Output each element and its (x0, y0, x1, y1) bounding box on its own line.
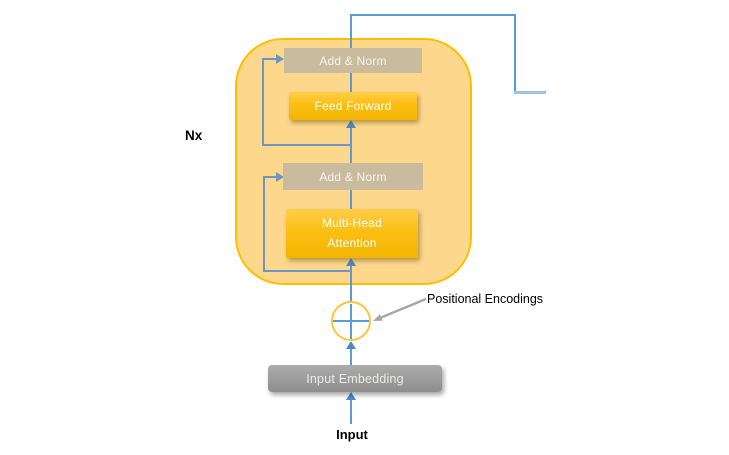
multi-head-attention-label-line2: Attention (327, 235, 377, 250)
output-line-vertical (350, 14, 352, 48)
flow-line-embedding-to-add (350, 349, 352, 365)
residual-attention-entry (263, 176, 276, 178)
add-norm-top-label: Add & Norm (319, 53, 387, 68)
flow-line-attention-to-norm (350, 190, 352, 209)
multi-head-attention-block: Multi-Head Attention (286, 209, 418, 258)
arrow-up-icon (346, 341, 356, 349)
pointer-arrow-icon (373, 297, 427, 321)
arrow-up-icon (346, 392, 356, 400)
arrow-right-icon (276, 54, 284, 64)
residual-feedforward-vertical (262, 59, 264, 146)
residual-feedforward-entry (262, 58, 276, 60)
nx-repeat-label: Nx (185, 128, 203, 143)
output-line-top-horizontal (350, 14, 516, 16)
input-label: Input (336, 427, 368, 442)
add-norm-top-block: Add & Norm (284, 48, 422, 73)
output-line-tail (514, 91, 546, 94)
add-norm-mid-block: Add & Norm (283, 163, 423, 190)
flow-line-feedforward-to-norm (350, 73, 352, 92)
feed-forward-label: Feed Forward (314, 99, 392, 113)
residual-attention-vertical (263, 177, 265, 272)
residual-attention-branch (263, 270, 352, 272)
arrow-up-icon (346, 120, 356, 128)
flow-line-add-to-attention (350, 266, 352, 302)
add-norm-mid-label: Add & Norm (319, 169, 387, 184)
output-line-right-vertical (514, 14, 516, 94)
arrow-up-icon (346, 258, 356, 266)
feed-forward-block: Feed Forward (289, 92, 417, 120)
plus-icon (333, 320, 369, 322)
arrow-right-icon (276, 172, 284, 182)
input-embedding-block: Input Embedding (268, 365, 442, 392)
flow-line-input-to-embedding (350, 400, 352, 424)
input-embedding-label: Input Embedding (306, 371, 404, 386)
positional-encodings-label: Positional Encodings (427, 292, 544, 306)
residual-feedforward-branch (262, 144, 352, 146)
multi-head-attention-label-line1: Multi-Head (321, 216, 383, 231)
